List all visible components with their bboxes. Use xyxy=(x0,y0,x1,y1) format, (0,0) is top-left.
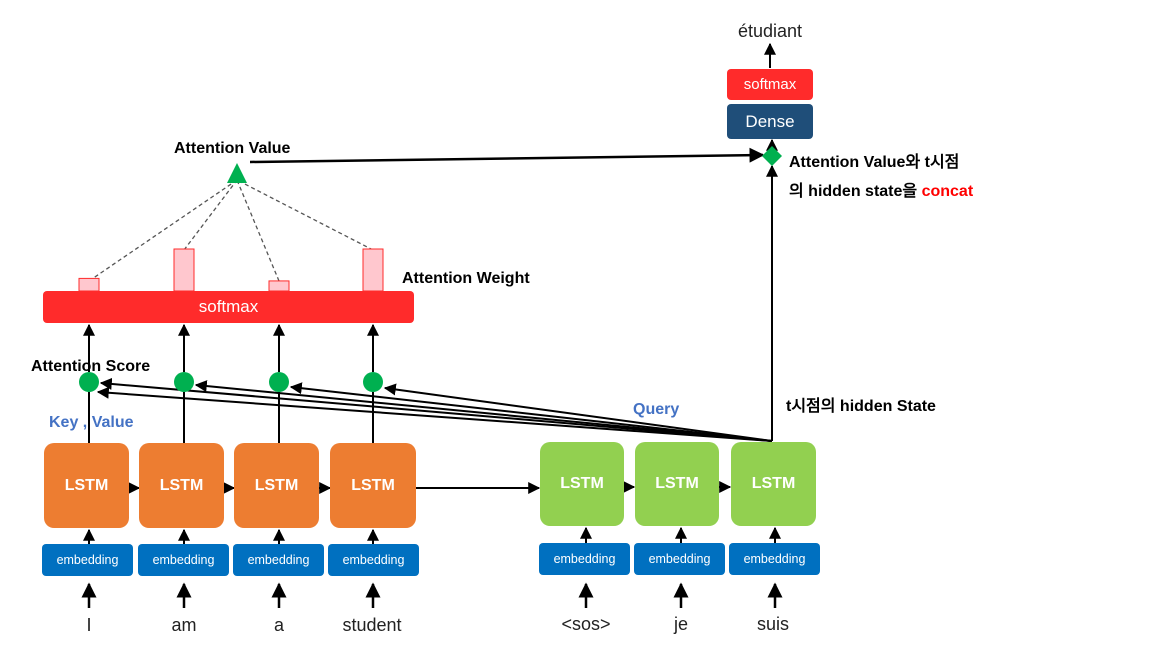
dense-layer: Dense xyxy=(727,104,813,139)
attention-weight-bar xyxy=(362,248,384,292)
attention-value-node xyxy=(227,163,247,183)
key-value-label: Key , Value xyxy=(49,414,134,431)
attention-weight-bar xyxy=(268,280,290,292)
decoder-embedding-3: embedding xyxy=(729,543,820,575)
score-node xyxy=(269,372,289,392)
decoder-embedding-1: embedding xyxy=(539,543,630,575)
attention-softmax: softmax xyxy=(43,291,414,323)
decoder-word-1: <sos> xyxy=(561,614,611,634)
concat-word: concat xyxy=(921,183,974,200)
encoder-lstm-4: LSTM xyxy=(330,443,416,528)
decoder-lstm-2: LSTM xyxy=(635,442,719,526)
encoder-word-4: student xyxy=(342,615,402,635)
attention-weight-bar xyxy=(173,248,195,292)
output-softmax: softmax xyxy=(727,69,813,100)
concat-label-prefix: 의 hidden state을 xyxy=(789,183,922,200)
query-line-1 xyxy=(99,377,773,442)
attention-score-label: Attention Score xyxy=(31,358,151,375)
score-node xyxy=(363,372,383,392)
concat-label-line2: 의 hidden state을 concat xyxy=(789,177,973,201)
score-node xyxy=(79,372,99,392)
attention-weight-bars xyxy=(78,248,384,292)
encoder-lstm-2: LSTM xyxy=(139,443,224,528)
decoder-word-2: je xyxy=(673,614,688,634)
encoder-word-3: a xyxy=(273,615,284,635)
score-node xyxy=(174,372,194,392)
encoder-lstm-1: LSTM xyxy=(44,443,129,528)
attention-value-label: Attention Value xyxy=(174,140,291,157)
decoder-word-3: suis xyxy=(756,614,789,634)
attention-value-line xyxy=(249,147,765,164)
encoder-embedding-1: embedding xyxy=(42,544,133,576)
query-label: Query xyxy=(633,401,680,418)
hidden-state-label: t시점의 hidden State xyxy=(786,398,936,415)
encoder-word-1: I xyxy=(86,615,92,635)
attention-weight-bar xyxy=(78,277,100,292)
encoder-word-2: am xyxy=(171,615,197,635)
decoder-lstm-3: LSTM xyxy=(731,442,816,526)
encoder-embedding-2: embedding xyxy=(138,544,229,576)
encoder-embedding-3: embedding xyxy=(233,544,324,576)
encoder-lstm-3: LSTM xyxy=(234,443,319,528)
concat-node xyxy=(762,146,782,166)
concat-label-line1: Attention Value와 t시점 xyxy=(789,154,960,171)
decoder-lstm-1: LSTM xyxy=(540,442,624,526)
output-word: étudiant xyxy=(737,21,803,41)
attention-weight-label: Attention Weight xyxy=(402,270,530,287)
decoder-embedding-2: embedding xyxy=(634,543,725,575)
encoder-embedding-4: embedding xyxy=(328,544,419,576)
